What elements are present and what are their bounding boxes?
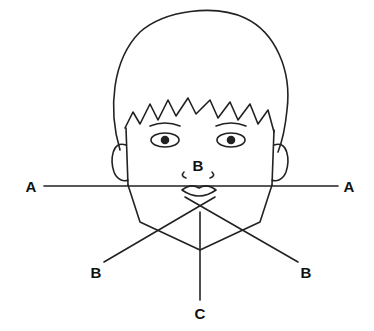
hair-outline (114, 10, 288, 152)
left-ear (112, 144, 128, 181)
nostril-right (210, 172, 214, 178)
point-label: B (90, 265, 103, 280)
right-pupil (228, 137, 235, 144)
face-side-left (126, 128, 128, 185)
hair-fringe (125, 98, 274, 132)
reference-line-a (44, 185, 338, 187)
face-side-right (272, 130, 274, 185)
mouth (182, 186, 216, 196)
left-eyebrow (150, 123, 180, 126)
point-label: A (343, 179, 356, 194)
point-label: C (194, 306, 207, 321)
point-label: B (300, 265, 313, 280)
right-eye (217, 133, 245, 147)
right-eyebrow (216, 123, 246, 126)
reference-line-c (199, 212, 201, 300)
reference-line-b-left (104, 197, 215, 262)
point-label: B (192, 158, 205, 173)
point-label: A (25, 179, 38, 194)
left-pupil (162, 137, 169, 144)
nostril-left (182, 172, 186, 178)
left-eye (151, 133, 179, 147)
right-ear (272, 144, 288, 181)
reference-line-b-right (185, 197, 298, 262)
